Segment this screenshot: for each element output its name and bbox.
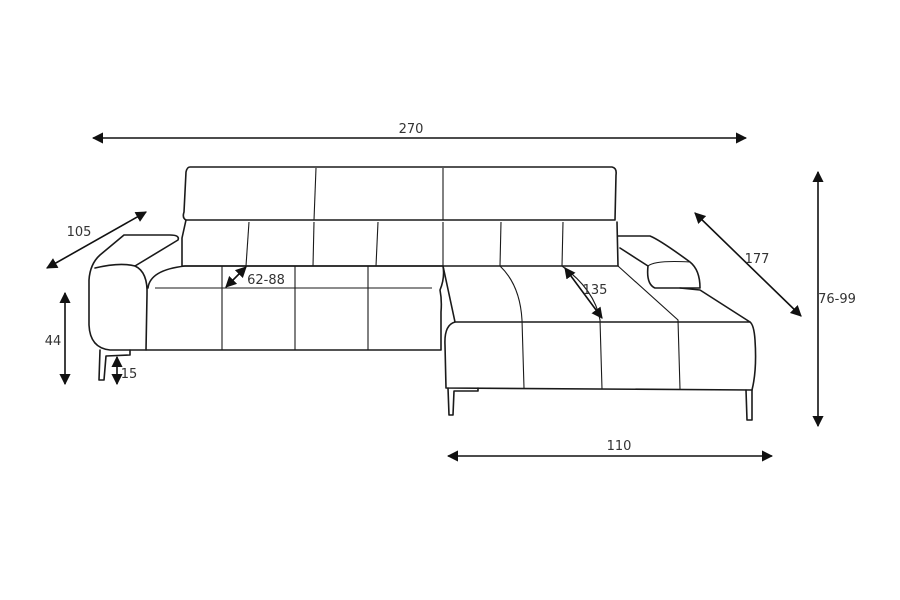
- label-seat-height: 44: [45, 334, 62, 349]
- label-leg-height: 15: [121, 367, 138, 382]
- label-seat-depth: 62-88: [247, 273, 285, 288]
- label-chaise-seat-depth: 135: [583, 283, 608, 298]
- label-total-height: 76-99: [818, 292, 856, 307]
- dimension-labels: 270 105 44 15 62-88 135 177 76-99 110: [45, 122, 856, 454]
- dimension-lines: [46, 132, 824, 462]
- label-total-width: 270: [399, 122, 424, 137]
- sofa-outline: [88, 166, 757, 421]
- label-chaise-length: 177: [745, 252, 770, 267]
- label-chaise-width: 110: [607, 439, 632, 454]
- label-depth: 105: [67, 225, 92, 240]
